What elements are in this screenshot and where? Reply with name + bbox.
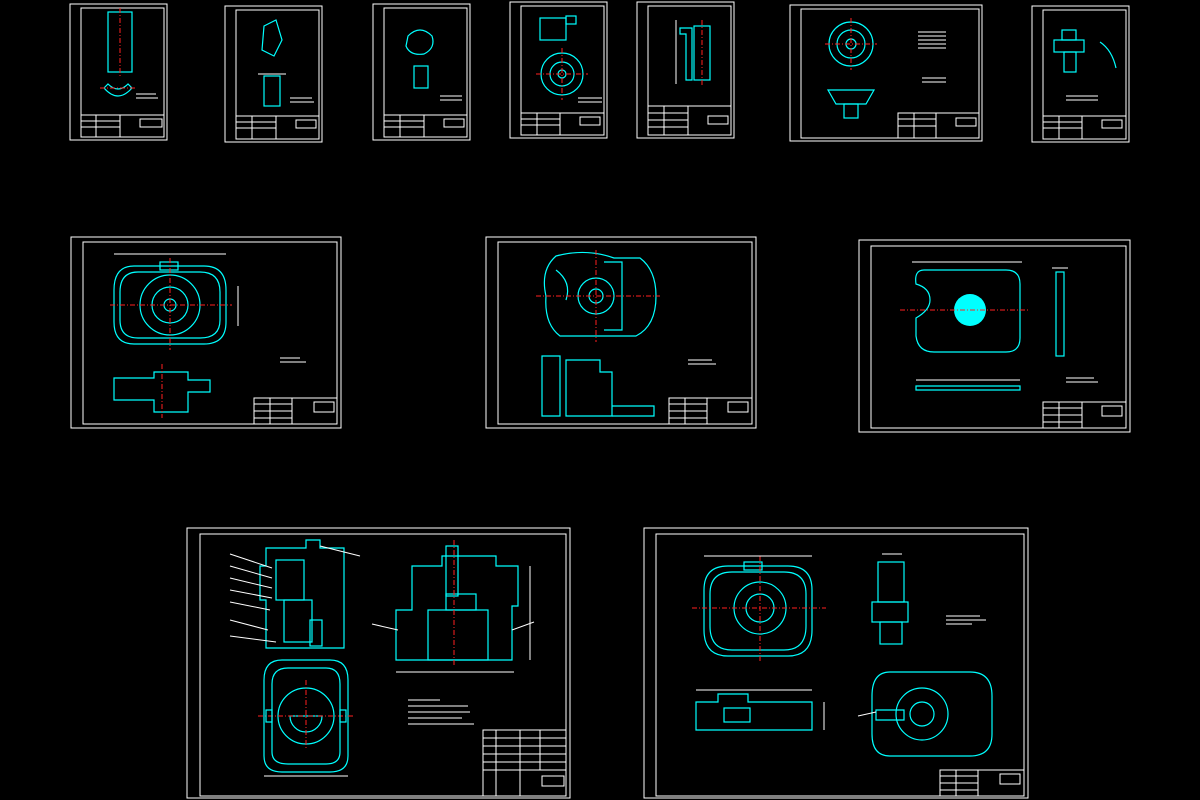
- drawing-sheet-11[interactable]: [186, 527, 571, 799]
- drawing-sheet-8[interactable]: [70, 236, 342, 429]
- drawing-sheet-5[interactable]: [636, 1, 735, 139]
- drawing-sheet-4[interactable]: [509, 1, 608, 139]
- drawing-sheet-7[interactable]: [1031, 5, 1130, 143]
- drawing-sheet-2[interactable]: [224, 5, 323, 143]
- drawing-sheet-10[interactable]: [858, 239, 1131, 433]
- drawing-sheet-1[interactable]: [69, 3, 168, 141]
- drawing-sheet-12[interactable]: [643, 527, 1029, 799]
- drawing-sheet-9[interactable]: [485, 236, 757, 429]
- drawing-sheet-3[interactable]: [372, 3, 471, 141]
- drawing-sheet-6[interactable]: [789, 4, 983, 142]
